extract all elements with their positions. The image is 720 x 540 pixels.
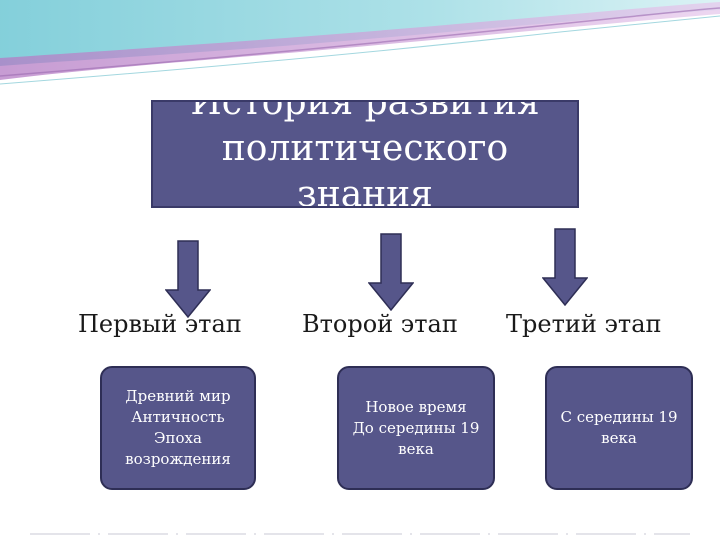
arrow-down-icon: [165, 240, 211, 318]
stage-2-line-3: века: [398, 439, 434, 458]
stage-label-3: Третий этап: [506, 310, 662, 338]
stage-3-line-2: века: [601, 429, 637, 447]
stage-1-line-1: Древний мир: [125, 387, 231, 405]
title-text: История развития политического знания: [153, 100, 577, 208]
stage-2-line-2: До середины 19: [352, 418, 480, 437]
footer-decoration: [30, 533, 690, 535]
stage-label-1: Первый этап: [78, 310, 242, 338]
stage-3-line-1: С середины 19: [560, 408, 678, 426]
stage-2-line-1: Новое время: [365, 397, 467, 416]
arrow-down-icon: [368, 233, 414, 311]
title-line-2: политического: [221, 128, 509, 169]
stage-box-3: С середины 19 века: [545, 366, 693, 490]
stage-label-2: Второй этап: [302, 310, 458, 338]
stage-1-line-3: Эпоха: [154, 429, 202, 447]
title-box: История развития политического знания: [151, 100, 579, 208]
title-line-3: знания: [297, 174, 433, 208]
title-line-1: История развития: [190, 100, 540, 123]
stage-1-line-2: Античность: [131, 408, 225, 426]
stage-1-line-4: возрождения: [125, 450, 231, 468]
stage-box-2: Новое время До середины 19 века: [337, 366, 495, 490]
header-decoration: [0, 0, 720, 85]
stage-box-1: Древний мир Античность Эпоха возрождения: [100, 366, 256, 490]
arrow-down-icon: [542, 228, 588, 306]
